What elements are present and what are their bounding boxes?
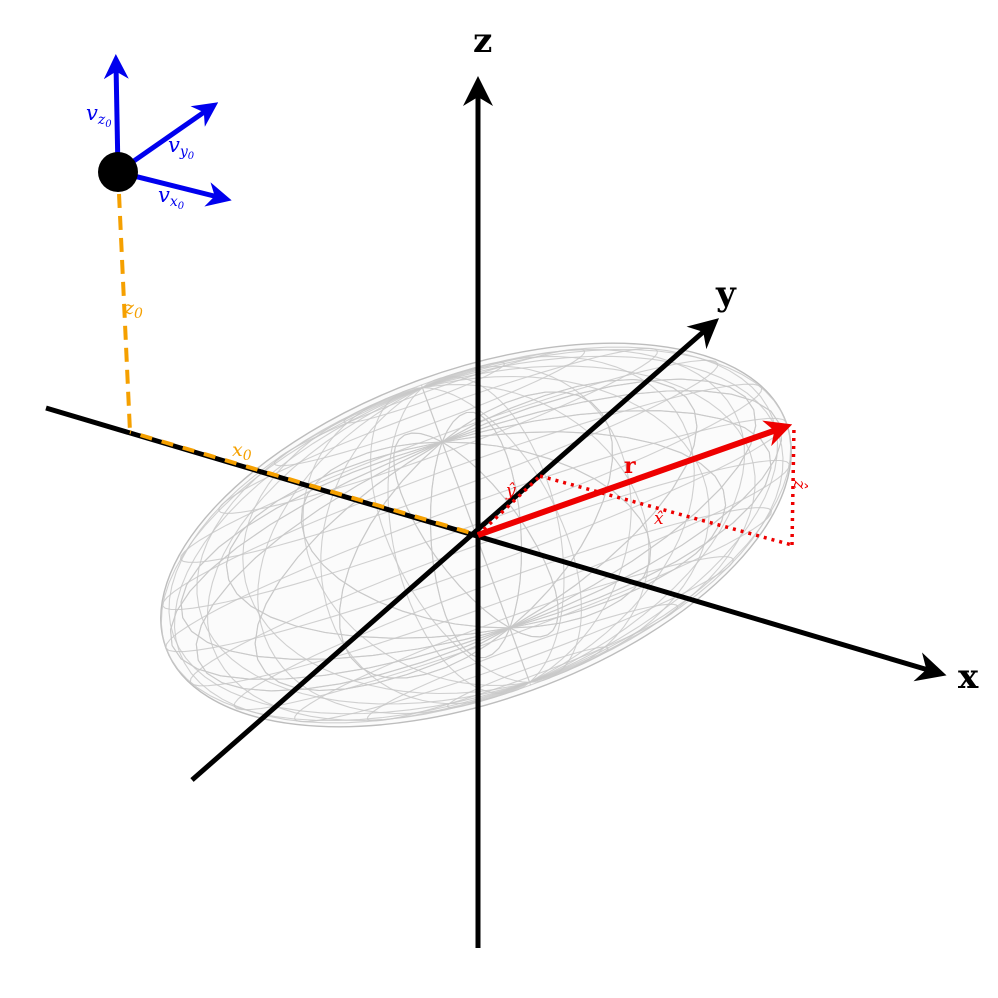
- z-hat-label: ẑ: [789, 479, 809, 490]
- x0-offset-line: [129, 430, 479, 537]
- x0-label: x0: [232, 439, 252, 464]
- y-axis: [190, 318, 720, 782]
- vx0-label: vx0: [158, 183, 185, 212]
- r-vector-arrow: [477, 420, 793, 538]
- y-hat-component: [476, 474, 542, 537]
- z0-label: z0: [123, 297, 143, 322]
- ellipsoid-parallel: [180, 359, 719, 563]
- particle: [98, 152, 138, 192]
- ellipsoid-meridian: [421, 387, 532, 686]
- z-axis-label: z: [473, 21, 492, 61]
- ellipsoid-great-circle: [300, 441, 652, 629]
- ellipsoid-parallel: [233, 507, 772, 711]
- x-hat-label: x̂: [654, 509, 664, 529]
- x-axis: [45, 405, 947, 682]
- x-axis-label: x: [958, 657, 979, 697]
- ellipsoid-parallel: [218, 347, 658, 514]
- ellipsoid-great-circle: [195, 378, 757, 692]
- ellipsoid-parallel: [294, 556, 734, 723]
- y-hat-label: ŷ: [505, 481, 516, 501]
- r-label: r: [624, 453, 636, 479]
- vy0-label: vy0: [168, 133, 195, 162]
- x-hat-component: [539, 474, 793, 547]
- y-axis-label: y: [715, 274, 737, 314]
- ellipsoid-great-circle: [180, 410, 772, 660]
- ellipsoid-great-circle: [225, 431, 727, 639]
- vz0-label: vz0: [86, 101, 112, 130]
- ellipsoid-great-circle: [393, 432, 559, 638]
- ellipsoid-parallel: [343, 361, 506, 424]
- ellipsoid-parallel: [366, 603, 679, 722]
- ellipsoid-great-circle: [429, 411, 523, 659]
- ellipsoid-parallel: [446, 646, 609, 709]
- ellipsoid-parallel: [189, 459, 790, 687]
